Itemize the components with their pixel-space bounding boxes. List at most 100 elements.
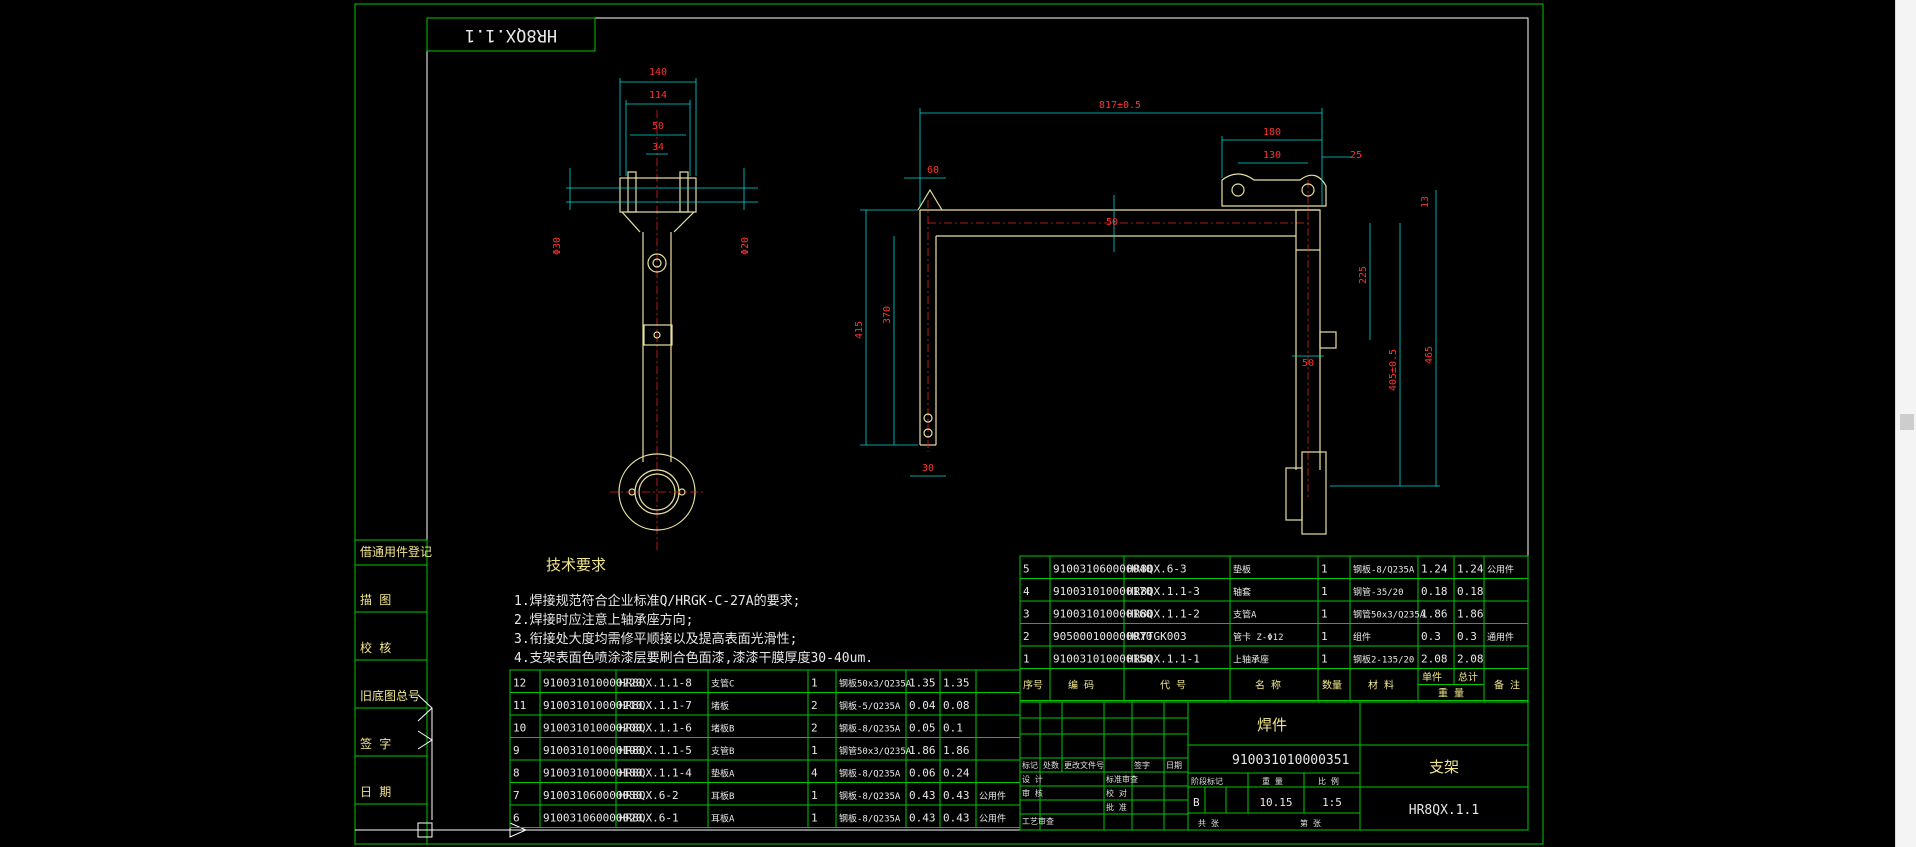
bom-header-wt: 重 量 xyxy=(1438,687,1464,700)
bom_bottom-cell-name: HR8QX.1.1-7 xyxy=(619,699,692,712)
bom_top-cell-code: 910031010000160 xyxy=(1053,608,1152,621)
bom_top-cell-no: 1 xyxy=(1023,653,1030,666)
bom_top-cell-no: 2 xyxy=(1023,630,1030,643)
bom-header-name: 代 号 xyxy=(1160,680,1186,692)
bom_bottom-cell-part: 堵板 xyxy=(711,700,729,712)
bom_bottom-cell-w1: 0.43 xyxy=(909,789,936,802)
bom_top-cell-code: 910031010000150 xyxy=(1053,653,1152,666)
bom_bottom-cell-name: HR8QX.6-1 xyxy=(619,812,679,825)
bom_top-cell-w1: 1.86 xyxy=(1421,608,1448,621)
dim-405: 405±0.5 xyxy=(1388,349,1399,391)
code-box xyxy=(426,17,596,52)
bom_bottom-cell-part: 支管C xyxy=(711,678,734,690)
bom_bottom-cell-no: 7 xyxy=(513,789,520,802)
dim-817: 817±0.5 xyxy=(1099,100,1141,111)
bom_bottom-cell-no: 9 xyxy=(513,744,520,757)
dim-114: 114 xyxy=(649,90,667,101)
tech-requirements: 技术要求 1.焊接规范符合企业标准Q/HRGK-C-27A的要求; 2.焊接时应… xyxy=(514,556,873,666)
bom_bottom-cell-note: 公用件 xyxy=(979,813,1006,825)
bom_top-cell-mat: 钢管50x3/Q235A xyxy=(1353,609,1426,621)
bom_bottom-cell-w2: 0.24 xyxy=(943,767,970,780)
bom_bottom-cell-qty: 1 xyxy=(811,789,818,802)
bom_bottom-cell-name: HR8QX.1.1-6 xyxy=(619,722,692,735)
bom_top-cell-code: 905000100000070 xyxy=(1053,630,1152,643)
bom_bottom-cell-w2: 0.1 xyxy=(943,722,963,735)
bom_bottom-cell-mat: 钢板-8/Q235A xyxy=(839,723,901,735)
sheet-total: 共 张 xyxy=(1198,819,1219,828)
bom_top-cell-mat: 钢管-35/20 xyxy=(1353,586,1404,598)
bom_bottom-cell-qty: 2 xyxy=(811,722,818,735)
bom_top-cell-name: HR8QX.1.1-2 xyxy=(1127,608,1200,621)
drawing-code-mirrored: HR8QX.1.1 xyxy=(465,25,557,45)
bom-header-w1: 单件 xyxy=(1422,672,1442,684)
scrollbar-thumb[interactable] xyxy=(1900,414,1914,430)
title-weight: 10.15 xyxy=(1259,796,1292,809)
bom-header-part: 名 称 xyxy=(1255,679,1281,692)
dim-50: 50 xyxy=(652,121,664,132)
bom-header-no: 序号 xyxy=(1023,679,1043,692)
dim-415: 415 xyxy=(854,321,865,339)
dim-140: 140 xyxy=(649,67,667,78)
bom-header-qty: 数量 xyxy=(1322,679,1342,692)
role-approve: 批 准 xyxy=(1106,802,1127,812)
bom_top-cell-note: 公用件 xyxy=(1487,564,1514,576)
bom_top-cell-part: 支管A xyxy=(1233,609,1257,621)
bom_top-cell-w2: 1.24 xyxy=(1457,563,1484,576)
stage-label: 阶段标记 xyxy=(1191,776,1223,786)
bom_bottom-cell-w1: 1.86 xyxy=(909,744,936,757)
dim-30: 30 xyxy=(922,463,934,474)
bom_top-cell-qty: 1 xyxy=(1321,563,1328,576)
bom_bottom-cell-w1: 0.05 xyxy=(909,722,936,735)
bom-header-code: 编 码 xyxy=(1068,679,1094,692)
bom_top-cell-w1: 0.3 xyxy=(1421,630,1441,643)
bom_top-cell-w1: 1.24 xyxy=(1421,563,1448,576)
role-standard: 标准审查 xyxy=(1106,774,1138,784)
bom_top-cell-w2: 1.86 xyxy=(1457,608,1484,621)
rev-label-3: 签字 xyxy=(1134,760,1150,770)
bom_top-cell-w1: 2.08 xyxy=(1421,653,1448,666)
tech-title: 技术要求 xyxy=(546,556,606,574)
bom_bottom-cell-note: 公用件 xyxy=(979,790,1006,802)
title-drawing-no: HR8QX.1.1 xyxy=(1409,803,1479,818)
bom_bottom-cell-mat: 钢板50x3/Q235A xyxy=(839,678,912,690)
title-name: 支架 xyxy=(1429,758,1459,776)
bom_bottom-cell-w1: 1.35 xyxy=(909,677,936,690)
left-gutter xyxy=(0,0,355,847)
scale-label: 比 例 xyxy=(1318,776,1339,786)
rev-label-4: 日期 xyxy=(1166,761,1182,770)
role-review: 审 核 xyxy=(1022,788,1043,798)
bom_top-cell-qty: 1 xyxy=(1321,630,1328,643)
bom_bottom-cell-mat: 钢板-8/Q235A xyxy=(839,813,901,825)
dim-370: 370 xyxy=(882,306,893,324)
bom_bottom-cell-code: 910031010000190 xyxy=(543,744,642,757)
bom_top-cell-part: 轴套 xyxy=(1233,586,1251,598)
bom_bottom-cell-qty: 2 xyxy=(811,699,818,712)
rev-label-2: 更改文件号 xyxy=(1064,760,1104,770)
vertical-scrollbar[interactable] xyxy=(1895,0,1916,847)
bom_bottom-cell-code: 910031010000180 xyxy=(543,767,642,780)
dim-13: 13 xyxy=(1420,196,1431,208)
bom_bottom-cell-qty: 1 xyxy=(811,812,818,825)
bom_bottom-cell-no: 8 xyxy=(513,767,520,780)
bom_top-cell-qty: 1 xyxy=(1321,585,1328,598)
tech-note-2: 2.焊接时应注意上轴承座方向; xyxy=(514,612,693,628)
bom_bottom-cell-code: 910031060000020 xyxy=(543,812,642,825)
bom_bottom-cell-mat: 钢管50x3/Q235A xyxy=(839,745,912,757)
bom_top-cell-name: HR8QX.1.1-1 xyxy=(1127,653,1200,666)
stamp-label-1: 描 图 xyxy=(360,593,391,607)
dim-180: 180 xyxy=(1263,127,1281,138)
bom-header-w2: 总计 xyxy=(1458,671,1478,684)
bom_bottom-cell-w2: 0.08 xyxy=(943,699,970,712)
bom_top-cell-qty: 1 xyxy=(1321,608,1328,621)
bom_top-cell-mat: 钢板2-135/20 xyxy=(1353,654,1414,666)
tech-note-3: 3.衔接处大度均需修平顺接以及提高表面光滑性; xyxy=(514,631,797,647)
bom_bottom-cell-part: 垫板A xyxy=(711,768,735,780)
bom_top-cell-part: 上轴承座 xyxy=(1233,654,1269,666)
bom_top-cell-no: 5 xyxy=(1023,563,1030,576)
bom_top-cell-mat: 组件 xyxy=(1353,631,1371,643)
title-weld: 焊件 xyxy=(1257,716,1287,734)
front-view: 817±0.5 180 130 25 60 50 415 370 30 225 … xyxy=(854,100,1440,535)
